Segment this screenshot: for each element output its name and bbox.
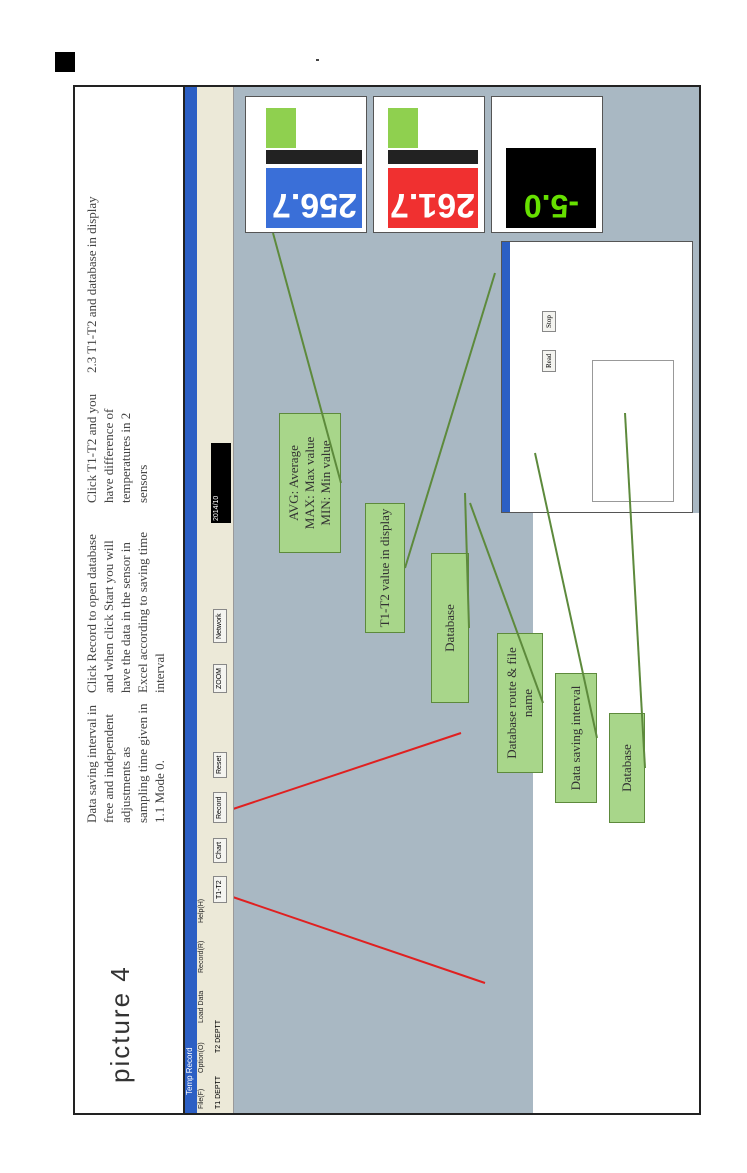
menu-option[interactable]: Option(O) — [198, 1042, 205, 1073]
t1-deptt: T1 DEPTT — [215, 1075, 222, 1109]
t1t2-button[interactable]: T1-T2 — [213, 876, 227, 903]
figure-frame: 2.3 T1-T2 and database in display Click … — [73, 85, 701, 1115]
app-titlebar: Temp Record — [185, 87, 197, 1113]
record-button[interactable]: Record — [213, 792, 227, 823]
menu-help[interactable]: Help(H) — [198, 898, 205, 923]
toolbar: T1 DEPTT T2 DEPTT T1-T2 Chart Record Res… — [209, 87, 234, 1113]
t2-deptt: T2 DEPTT — [215, 1019, 222, 1053]
reset-button[interactable]: Reset — [213, 751, 227, 778]
pointer-db2 — [624, 412, 646, 769]
instruction-para-4: Data saving interval in free and indepen… — [84, 703, 167, 823]
pointer-route — [469, 502, 544, 704]
instruction-para-2: Click T1-T2 and you have difference of t… — [84, 393, 150, 503]
black-square-mark — [55, 52, 75, 72]
dash-mark — [316, 59, 319, 61]
network-button[interactable]: Network — [213, 609, 227, 643]
figure-caption: picture 4 — [105, 965, 135, 1083]
instruction-para-1: 2.3 T1-T2 and database in display — [84, 196, 99, 373]
pointer-t1t2 — [404, 272, 496, 569]
arrow-t1t2 — [220, 892, 486, 984]
menu-file[interactable]: File(F) — [198, 1088, 205, 1109]
pointer-interval — [534, 452, 598, 739]
menu-record[interactable]: Record(R) — [198, 940, 205, 973]
menu-bar: File(F) Option(O) Load Data Record(R) He… — [197, 87, 209, 1113]
instruction-panel: 2.3 T1-T2 and database in display Click … — [75, 87, 185, 1113]
pointer-db1 — [464, 492, 470, 629]
rotated-figure: 2.3 T1-T2 and database in display Click … — [75, 87, 699, 1113]
clock-display: 2014/10 — [211, 443, 231, 523]
menu-load-data[interactable]: Load Data — [198, 990, 205, 1023]
chart-button[interactable]: Chart — [213, 837, 227, 863]
instruction-para-3: Click Record to open database and when c… — [84, 531, 167, 693]
arrow-record — [220, 732, 462, 814]
pointer-avg — [272, 232, 342, 484]
zoom-button[interactable]: ZOOM — [213, 664, 227, 693]
app-screenshot: 256.7 261.7 — [185, 87, 699, 1113]
annotation-arrows — [220, 232, 646, 984]
